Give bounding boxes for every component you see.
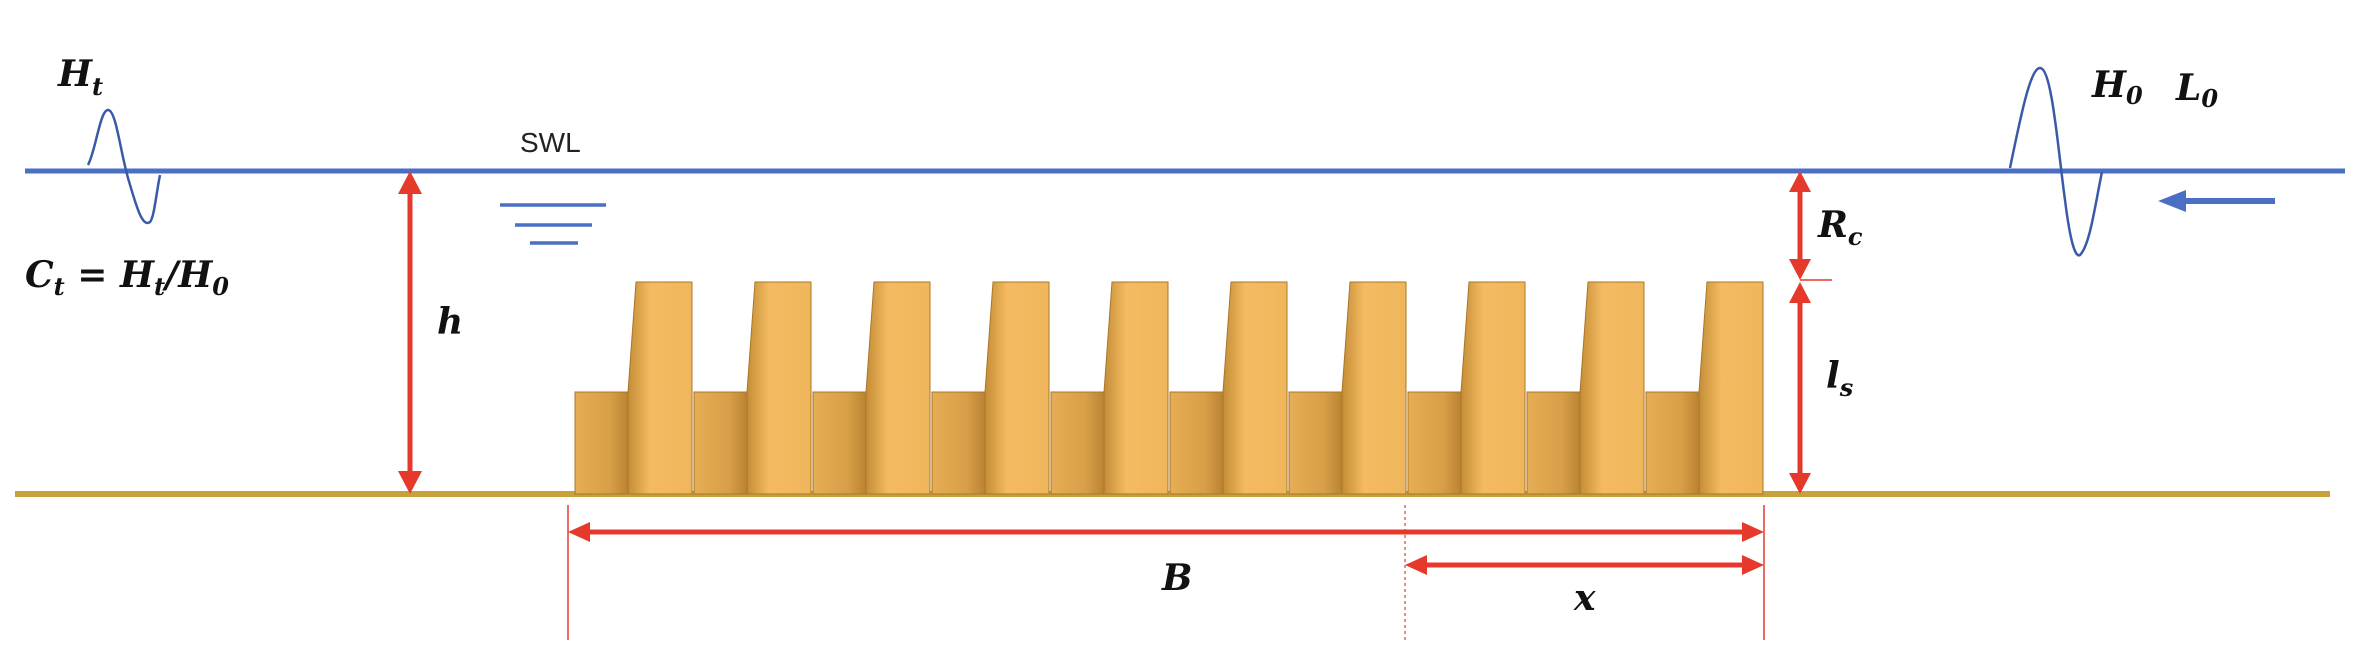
transmitted-height-label: Ht	[57, 53, 103, 101]
tall-block	[627, 281, 693, 495]
depth-label: h	[437, 301, 463, 343]
short-block	[1645, 391, 1705, 495]
short-block	[931, 391, 991, 495]
tall-block	[865, 281, 931, 495]
freeboard-dimension	[1789, 171, 1832, 281]
short-block	[1050, 391, 1110, 495]
breakwater-structure	[574, 281, 1764, 495]
tall-block	[1103, 281, 1169, 495]
distance-dimension	[1405, 555, 1764, 575]
short-block	[1526, 391, 1586, 495]
short-block	[574, 391, 634, 495]
wave-direction-arrow-icon	[2158, 190, 2275, 212]
width-dimension	[568, 522, 1764, 542]
short-block	[1407, 391, 1467, 495]
transmission-coefficient-label: Ct = Ht/H0	[25, 254, 229, 301]
short-block	[1288, 391, 1348, 495]
structure-height-label: ls	[1826, 355, 1854, 402]
structure-height-dimension	[1789, 282, 1811, 494]
swl-symbol-icon	[500, 203, 606, 245]
incident-wave-icon	[2008, 66, 2104, 257]
tall-block	[1460, 281, 1526, 495]
swl-label: SWL	[520, 127, 581, 158]
distance-label: x	[1573, 577, 1596, 619]
depth-dimension	[398, 171, 422, 494]
wavelength-label: L0	[2175, 67, 2218, 113]
tall-block	[984, 281, 1050, 495]
short-block	[1169, 391, 1229, 495]
short-block	[812, 391, 872, 495]
freeboard-label: Rc	[1817, 204, 1863, 251]
tall-block	[1698, 281, 1764, 495]
short-block	[693, 391, 753, 495]
tall-block	[1579, 281, 1645, 495]
transmitted-wave-icon	[86, 108, 162, 225]
tall-block	[746, 281, 812, 495]
tall-block	[1222, 281, 1288, 495]
tall-block	[1341, 281, 1407, 495]
incident-height-label: H0	[2091, 64, 2143, 110]
width-label: B	[1161, 557, 1192, 599]
